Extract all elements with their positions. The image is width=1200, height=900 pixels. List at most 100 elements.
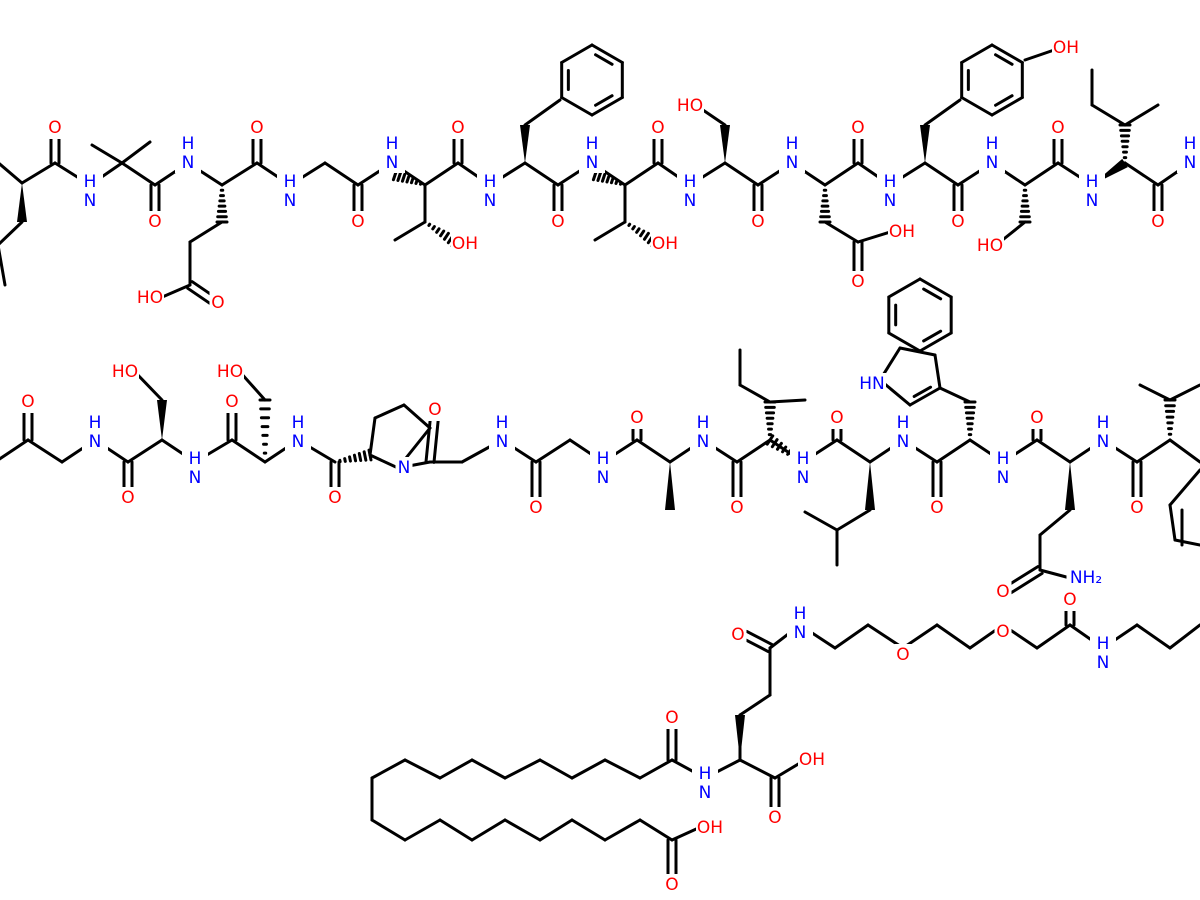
atom-bg [766,807,784,829]
atom-bg [579,133,605,173]
wedge-bond-9 [735,715,745,760]
atom-label-h-80: H [1097,413,1110,433]
atom-bg [590,448,616,488]
bond-294 [1168,383,1200,402]
bond-207 [635,438,672,464]
bond-255 [835,508,872,532]
atom-bg [663,874,681,896]
atom-label-n-28: N [386,153,399,173]
atom-bg [729,624,747,646]
atom-label-o-57: O [1030,408,1043,428]
atom-bg [426,399,444,421]
atom-bg [527,497,545,519]
atom-label-n-63: N [89,432,102,452]
bond-189 [352,453,358,463]
atom-label-o-2: O [250,118,263,138]
bond-110 [593,220,627,242]
bond-77 [414,179,419,185]
atom-label-n-97: N [699,783,712,803]
atom-label-h-76: H [897,413,910,433]
bond-98 [560,96,594,117]
atom-bg [349,211,367,233]
bond-270 [933,353,942,390]
atom-label-h-68: H [496,413,509,433]
bond-188 [348,455,352,463]
bond-97 [590,96,624,117]
atom-label-o-3: O [351,212,364,232]
atom-bg [223,391,241,413]
atom-bg [696,817,724,839]
bond-204 [534,438,572,464]
atom-bg [216,361,244,383]
bond-332 [470,758,507,780]
atom-label-h-21: H [84,172,97,192]
atom-label-o-18: O [851,272,864,292]
bond-103 [614,179,619,185]
bond-265 [938,386,972,404]
bond-253 [738,383,772,404]
bond-337 [370,818,407,842]
atom-label-ho-20: HO [977,236,1003,256]
bond-310 [1135,623,1172,650]
bond-339 [438,818,474,842]
atom-label-o-45: O [21,392,34,412]
atom-label-o-85: O [896,645,909,665]
wedge-bond-1 [520,125,530,163]
atom-label-o-6: O [651,118,664,138]
bond-16 [523,161,560,187]
bond-13 [423,161,460,187]
bond-328 [603,758,642,780]
atom-bg [326,487,344,509]
atom-bg [119,487,137,509]
bond-100 [594,53,614,66]
bond-271 [912,385,933,398]
atom-label-n-82: N [398,458,411,478]
atom-bg [1128,497,1146,519]
bond-163 [126,438,164,464]
atom-label-n-73: N [697,432,710,452]
atom-label-n-24: N [182,153,195,173]
bond-10 [323,161,360,187]
atom-label-o-55: O [830,408,843,428]
bond-213 [835,438,872,464]
atom-bg [111,361,139,383]
atom-label-oh-88: OH [799,750,825,770]
bond-135 [990,96,1024,117]
atom-bg [779,133,805,173]
atom-label-nh2-61: NH₂ [1070,568,1102,588]
atom-label-o-90: O [665,875,678,895]
atom-bg [77,171,103,211]
bond-285 [1038,568,1072,580]
bond-330 [538,758,574,780]
atom-bg [175,133,201,173]
atom-bg [449,117,467,139]
atom-label-h-25: H [284,172,297,192]
atom-label-n-42: N [1086,191,1099,211]
atom-label-o-54: O [730,498,743,518]
atom-label-oh-91: OH [697,818,723,838]
atom-bg [146,211,164,233]
bond-61 [120,140,152,165]
bond-92 [523,98,562,127]
bond-334 [403,758,442,780]
atom-label-o-86: O [996,622,1009,642]
bond-242 [775,441,783,451]
atom-label-n-34: N [684,191,697,211]
bond-219 [1035,438,1072,464]
atom-label-o-51: O [428,400,441,420]
bond-133 [990,43,1024,64]
atom-bg [1149,211,1167,233]
atom-bg [928,497,946,519]
atom-label-h-39: H [986,134,999,154]
atom-label-oh-19: OH [1053,38,1079,58]
bond-177 [133,370,164,402]
bond-126 [823,220,860,244]
bond-277 [918,331,953,353]
atom-bg [209,292,227,314]
wedge-bond-6 [665,462,675,510]
atom-label-o-10: O [1051,118,1064,138]
atom-label-oh-14: OH [452,234,478,254]
atom-bg [690,412,716,452]
atom-label-o-58: O [1130,498,1143,518]
